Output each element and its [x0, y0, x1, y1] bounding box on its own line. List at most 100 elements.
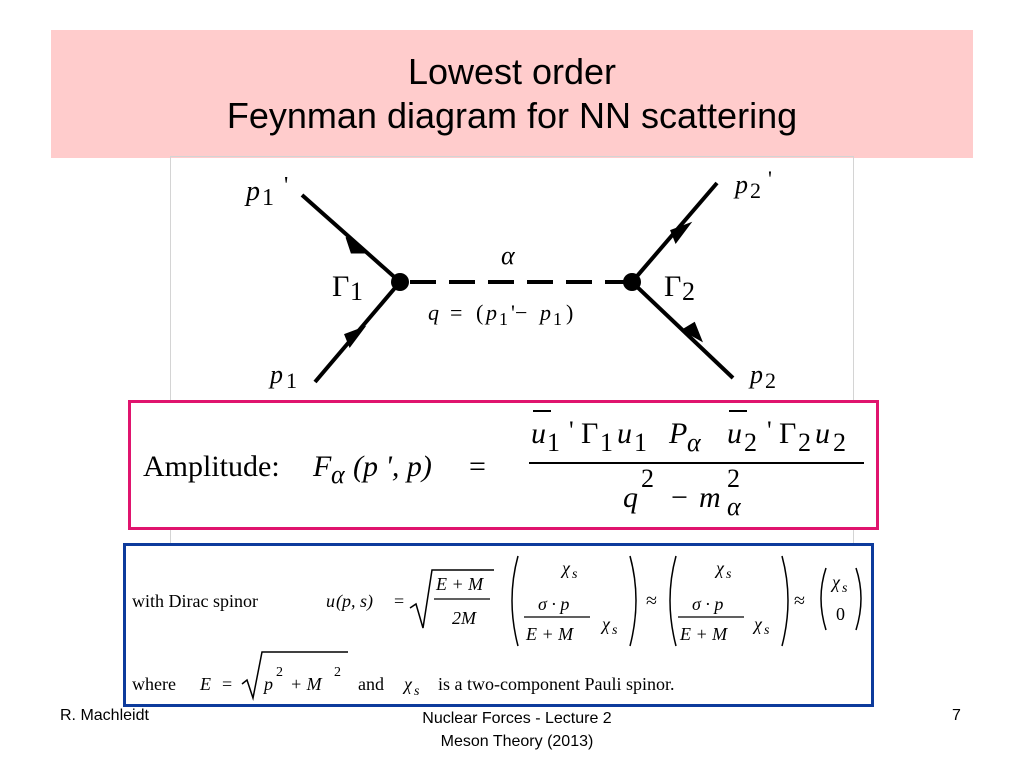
svg-text:q: q	[428, 300, 439, 325]
svg-text:−: −	[671, 481, 688, 514]
svg-text:σ · p: σ · p	[692, 594, 723, 614]
vector-2: χ s σ · p E + M χ s	[678, 558, 770, 644]
svg-text:2: 2	[334, 665, 341, 680]
label-vertex-left: Γ 1	[332, 270, 363, 306]
label-top-left: p 1 '	[244, 173, 288, 211]
svg-text:': '	[284, 173, 288, 199]
svg-text:'−: '−	[511, 300, 527, 325]
slide-title-line-2: Feynman diagram for NN scattering	[226, 95, 798, 136]
svg-text:χ: χ	[402, 674, 413, 694]
amplitude-F-sub: α	[331, 460, 346, 489]
approx-symbol-2: ≈	[794, 590, 805, 612]
amplitude-equals: =	[469, 450, 486, 483]
svg-text:): )	[566, 300, 573, 325]
svg-text:where: where	[132, 674, 176, 694]
vector-3-zero: 0	[836, 604, 845, 624]
svg-text:p: p	[733, 170, 748, 199]
paren-left-icon-1	[511, 555, 519, 647]
leg-top-left	[300, 193, 402, 284]
svg-text:1: 1	[499, 309, 508, 329]
footer-course-line-1: Nuclear Forces - Lecture 2	[422, 710, 612, 727]
paren-right-icon-3	[855, 567, 862, 631]
svg-text:s: s	[764, 623, 770, 638]
slide-title-banner: Lowest order Feynman diagram for NN scat…	[51, 30, 973, 158]
label-vertex-right: Γ 2	[664, 270, 695, 306]
sqrt-numerator: E + M	[435, 574, 484, 594]
svg-text:2: 2	[798, 428, 811, 457]
arrow-icon-top-right	[670, 221, 693, 245]
svg-text:α: α	[687, 428, 702, 457]
footer-author: R. Machleidt	[60, 707, 149, 724]
svg-text:': '	[768, 166, 772, 191]
feynman-diagram: p 1 ' p 2 ' p 1 p 2 Γ 1 Γ 2 α q = ( p 1 …	[244, 166, 776, 393]
svg-text:1: 1	[350, 277, 363, 306]
dirac-equals: =	[394, 591, 404, 611]
svg-text:s: s	[572, 567, 578, 582]
svg-text:E + M: E + M	[679, 624, 728, 644]
svg-text:2: 2	[641, 464, 654, 493]
svg-text:σ · p: σ · p	[538, 594, 569, 614]
svg-text:is a two-component Pauli spino: is a two-component Pauli spinor.	[438, 674, 674, 694]
svg-text:2: 2	[765, 368, 776, 393]
svg-text:u: u	[531, 417, 546, 450]
svg-text:1: 1	[553, 309, 562, 329]
arrow-icon-top-left	[345, 235, 366, 254]
svg-text:α: α	[727, 492, 742, 521]
svg-text:E + M: E + M	[525, 624, 574, 644]
dirac-u: u	[326, 591, 335, 611]
label-momentum-transfer: q = ( p 1 '− p 1 )	[428, 300, 573, 329]
vector-3-chi: χ	[830, 572, 841, 592]
svg-text:and: and	[358, 674, 384, 694]
amplitude-F: F	[312, 450, 332, 483]
svg-text:(: (	[476, 300, 483, 325]
label-bottom-right: p 2	[748, 360, 776, 393]
svg-text:p: p	[748, 360, 763, 389]
footer-course-line-2: Meson Theory (2013)	[440, 733, 594, 750]
vertex-right	[623, 273, 641, 291]
svg-text:2: 2	[727, 464, 740, 493]
svg-text:p: p	[538, 300, 551, 325]
svg-text:Γ: Γ	[332, 270, 349, 303]
svg-text:2: 2	[682, 277, 695, 306]
svg-text:u: u	[617, 417, 632, 450]
amplitude-args: (p ', p)	[353, 450, 432, 483]
svg-text:χ: χ	[600, 614, 611, 634]
svg-text:=: =	[222, 674, 232, 694]
svg-text:p: p	[484, 300, 497, 325]
dirac-formula: with Dirac spinor u (p, s) = E + M 2M χ …	[132, 555, 862, 701]
svg-text:q: q	[623, 481, 638, 514]
arrow-icon-bottom-left	[344, 325, 367, 349]
svg-text:1: 1	[286, 368, 297, 393]
svg-text:s: s	[612, 623, 618, 638]
dirac-with-text: with Dirac spinor	[132, 591, 258, 611]
svg-text:Γ: Γ	[664, 270, 681, 303]
paren-right-icon-1	[629, 555, 637, 647]
svg-text:2: 2	[744, 428, 757, 457]
amplitude-box: Amplitude: F α (p ', p) = u 1 ' Γ 1 u 1 …	[128, 400, 879, 530]
svg-text:': '	[767, 416, 772, 445]
dirac-where-line: where E = p 2 + M 2 and χ s is a two-com…	[132, 651, 674, 701]
slide-title-line-1: Lowest order	[407, 51, 617, 92]
label-exchange-alpha: α	[501, 241, 516, 270]
svg-text:s: s	[414, 684, 420, 699]
svg-text:1: 1	[547, 428, 560, 457]
sqrt-denominator: 2M	[452, 608, 477, 628]
paren-left-icon-2	[669, 555, 677, 647]
sqrt-sign-icon	[409, 569, 494, 629]
svg-text:χ: χ	[714, 558, 725, 578]
svg-text:2: 2	[833, 428, 846, 457]
svg-text:Γ: Γ	[779, 417, 796, 450]
svg-text:p: p	[262, 674, 273, 694]
vertex-left	[391, 273, 409, 291]
svg-text:': '	[569, 416, 574, 445]
svg-text:=: =	[450, 300, 462, 325]
svg-text:2: 2	[750, 178, 761, 203]
svg-text:+ M: + M	[290, 674, 323, 694]
svg-text:u: u	[727, 417, 742, 450]
vector-3-chi-sub: s	[842, 581, 848, 596]
svg-text:1: 1	[262, 185, 274, 211]
footer-course: Nuclear Forces - Lecture 2 Meson Theory …	[362, 707, 672, 753]
amplitude-label: Amplitude:	[143, 450, 280, 483]
amplitude-numerator: u 1 ' Γ 1 u 1 P α u 2 ' Γ 2 u 2	[531, 410, 846, 457]
approx-symbol-1: ≈	[646, 590, 657, 612]
